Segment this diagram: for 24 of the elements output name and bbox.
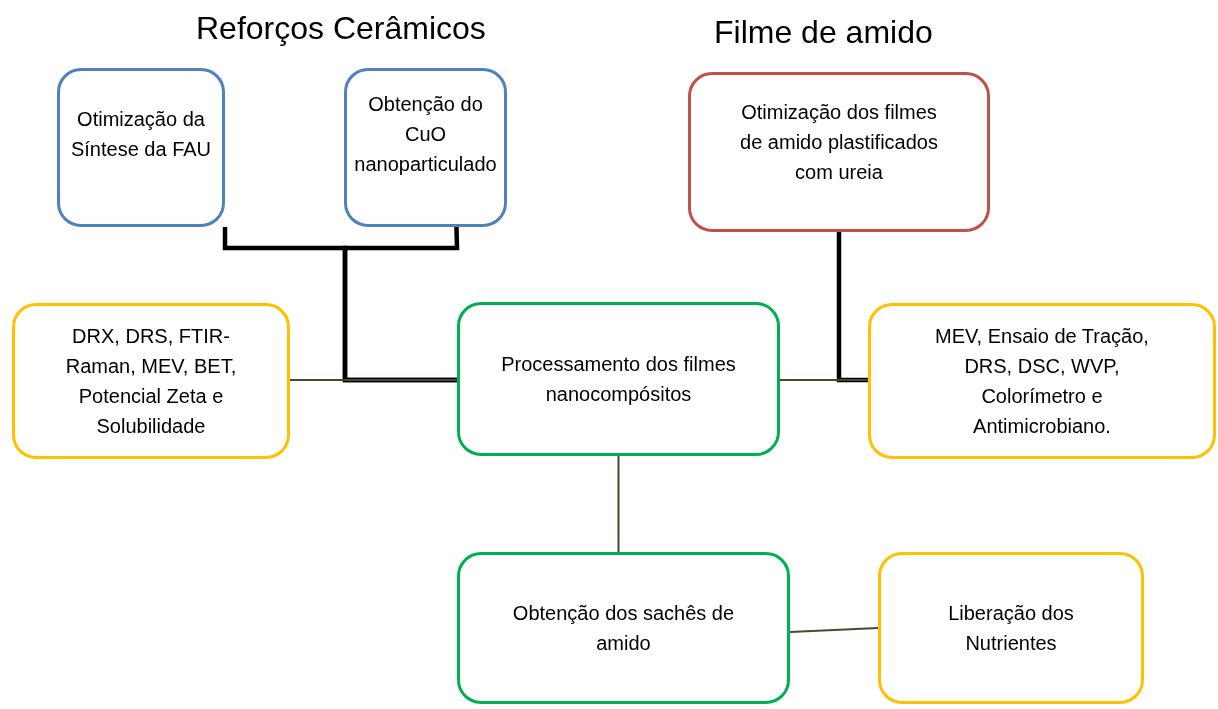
box-text: Liberação dos Nutrientes — [947, 601, 1075, 656]
connector-line — [836, 232, 868, 383]
box-text: Processamento dos filmes nanocompósitos — [500, 352, 737, 407]
group-heading: Reforços Cerâmicos — [196, 10, 486, 47]
box-text: Otimização da Síntese da FAU — [69, 106, 213, 162]
box-text: MEV, Ensaio de Tração, DRS, DSC, WVP, Colorímetro e Antimicrobiano. — [934, 324, 1150, 439]
box-text: Obtenção dos sachês de amido — [511, 601, 736, 656]
process-box — [878, 552, 1144, 704]
process-box — [868, 303, 1216, 459]
connector-line — [617, 455, 620, 553]
box-text: DRX, DRS, FTIR-Raman, MEV, BET, Potencial Zeta e Solubilidade — [64, 324, 238, 439]
process-box — [457, 302, 780, 456]
process-box — [688, 72, 990, 232]
process-box — [57, 68, 225, 227]
box-text: Otimização dos filmes de amido plastificados com ureia — [739, 100, 939, 185]
connector-line — [789, 627, 879, 633]
process-box — [344, 68, 507, 227]
connector-line — [342, 226, 460, 383]
connector-line — [779, 378, 869, 382]
group-heading: Filme de amido — [714, 14, 933, 51]
box-text: Obtenção do CuO nanoparticulado — [353, 91, 498, 177]
process-box — [12, 303, 290, 459]
process-box — [457, 552, 790, 704]
connector-line — [289, 378, 458, 382]
